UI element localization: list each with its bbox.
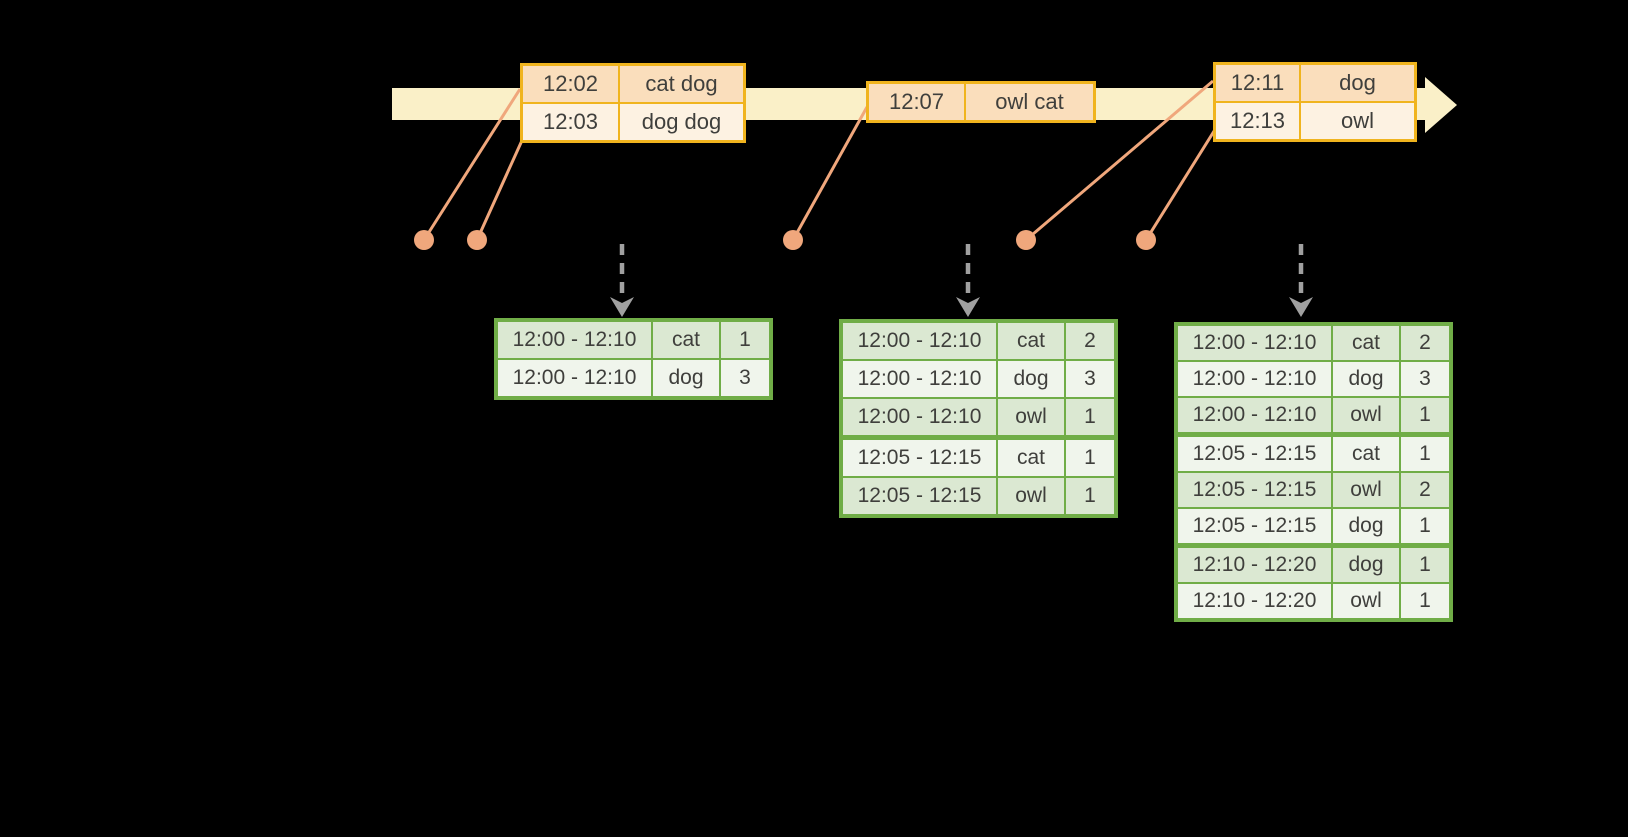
- event-batch-body: 12:11 dog 12:13 owl: [1213, 62, 1417, 142]
- event-words-cell: owl: [1299, 101, 1417, 142]
- result-row: 12:10 - 12:20 owl 1: [1175, 582, 1452, 621]
- result-word-cell: owl: [996, 476, 1066, 517]
- result-row: 12:00 - 12:10 owl 1: [840, 397, 1117, 439]
- event-time-cell: 12:11: [1213, 62, 1301, 103]
- event-dot: [783, 230, 803, 250]
- event-time-cell: 12:07: [866, 81, 966, 123]
- result-window-cell: 12:05 - 12:15: [1175, 471, 1333, 509]
- result-word-cell: dog: [651, 358, 721, 399]
- result-row: 12:05 - 12:15 owl 1: [840, 476, 1117, 517]
- result-window-cell: 12:05 - 12:15: [840, 435, 998, 478]
- result-row: 12:05 - 12:15 cat 1: [1175, 432, 1452, 473]
- event-dot: [467, 230, 487, 250]
- result-count-cell: 1: [1399, 507, 1452, 547]
- event-dot: [414, 230, 434, 250]
- result-window-cell: 12:00 - 12:10: [1175, 396, 1333, 436]
- trigger-arrow-head-icon: [610, 297, 634, 317]
- result-row: 12:00 - 12:10 cat 2: [1175, 323, 1452, 362]
- result-word-cell: cat: [1331, 432, 1401, 473]
- result-count-cell: 3: [1064, 359, 1117, 399]
- result-word-cell: owl: [1331, 471, 1401, 509]
- result-count-cell: 2: [1399, 471, 1452, 509]
- event-words-cell: cat dog: [618, 63, 746, 104]
- result-window-cell: 12:00 - 12:10: [840, 359, 998, 399]
- event-row: 12:03 dog dog: [520, 102, 746, 143]
- result-table-1: 12:00 - 12:10 cat 1 12:00 - 12:10 dog 3: [494, 318, 773, 400]
- event-dot: [1136, 230, 1156, 250]
- result-window-cell: 12:10 - 12:20: [1175, 543, 1333, 584]
- result-count-cell: 1: [1064, 397, 1117, 439]
- event-batch-table-2: 12:07 owl cat: [866, 81, 1096, 123]
- timeline-arrowhead-icon: [1425, 77, 1457, 133]
- event-batch-table-1: 12:02 cat dog 12:03 dog dog: [520, 63, 746, 143]
- result-window-cell: 12:05 - 12:15: [840, 476, 998, 517]
- result-count-cell: 1: [1064, 435, 1117, 478]
- result-row: 12:05 - 12:15 cat 1: [840, 435, 1117, 478]
- result-row: 12:00 - 12:10 owl 1: [1175, 396, 1452, 436]
- result-word-cell: dog: [1331, 543, 1401, 584]
- result-window-cell: 12:10 - 12:20: [1175, 582, 1333, 621]
- result-row: 12:10 - 12:20 dog 1: [1175, 543, 1452, 584]
- event-time-cell: 12:13: [1213, 101, 1301, 142]
- result-window-cell: 12:00 - 12:10: [1175, 360, 1333, 398]
- event-time-cell: 12:02: [520, 63, 620, 104]
- trigger-arrow-head-icon: [1289, 297, 1313, 317]
- result-count-cell: 1: [1399, 543, 1452, 584]
- result-count-cell: 1: [1064, 476, 1117, 517]
- result-word-cell: cat: [996, 320, 1066, 361]
- result-window-cell: 12:00 - 12:10: [840, 320, 998, 361]
- result-word-cell: owl: [996, 397, 1066, 439]
- event-words-cell: dog: [1299, 62, 1417, 103]
- connector-line: [1144, 127, 1218, 241]
- result-word-cell: cat: [651, 319, 721, 360]
- result-window-cell: 12:00 - 12:10: [495, 319, 653, 360]
- event-batch-table-3: 12:11 dog 12:13 owl: [1213, 62, 1417, 142]
- result-count-cell: 1: [1399, 396, 1452, 436]
- result-window-cell: 12:05 - 12:15: [1175, 432, 1333, 473]
- result-row: 12:00 - 12:10 cat 2: [840, 320, 1117, 361]
- result-row: 12:00 - 12:10 dog 3: [495, 358, 772, 399]
- result-window-cell: 12:05 - 12:15: [1175, 507, 1333, 547]
- result-count-cell: 1: [719, 319, 772, 360]
- result-row: 12:05 - 12:15 owl 2: [1175, 471, 1452, 509]
- result-word-cell: dog: [1331, 360, 1401, 398]
- result-table-3: 12:00 - 12:10 cat 2 12:00 - 12:10 dog 3 …: [1174, 322, 1453, 622]
- result-count-cell: 3: [1399, 360, 1452, 398]
- result-row: 12:00 - 12:10 dog 3: [1175, 360, 1452, 398]
- result-table-body: 12:00 - 12:10 cat 2 12:00 - 12:10 dog 3 …: [840, 320, 1117, 517]
- event-words-cell: owl cat: [964, 81, 1096, 123]
- event-batch-body: 12:02 cat dog 12:03 dog dog: [520, 63, 746, 143]
- result-table-2: 12:00 - 12:10 cat 2 12:00 - 12:10 dog 3 …: [839, 319, 1118, 518]
- result-word-cell: dog: [996, 359, 1066, 399]
- result-row: 12:00 - 12:10 cat 1: [495, 319, 772, 360]
- result-table-body: 12:00 - 12:10 cat 1 12:00 - 12:10 dog 3: [495, 319, 772, 399]
- result-word-cell: dog: [1331, 507, 1401, 547]
- result-word-cell: owl: [1331, 396, 1401, 436]
- result-row: 12:05 - 12:15 dog 1: [1175, 507, 1452, 547]
- connector-line: [475, 135, 526, 241]
- event-row: 12:07 owl cat: [866, 81, 1096, 123]
- event-row: 12:13 owl: [1213, 101, 1417, 142]
- result-word-cell: cat: [996, 435, 1066, 478]
- event-time-cell: 12:03: [520, 102, 620, 143]
- result-count-cell: 2: [1399, 323, 1452, 362]
- result-count-cell: 1: [1399, 432, 1452, 473]
- result-count-cell: 1: [1399, 582, 1452, 621]
- event-row: 12:11 dog: [1213, 62, 1417, 103]
- result-count-cell: 3: [719, 358, 772, 399]
- event-words-cell: dog dog: [618, 102, 746, 143]
- event-row: 12:02 cat dog: [520, 63, 746, 104]
- result-row: 12:00 - 12:10 dog 3: [840, 359, 1117, 399]
- result-count-cell: 2: [1064, 320, 1117, 361]
- result-window-cell: 12:00 - 12:10: [1175, 323, 1333, 362]
- connector-line: [791, 106, 869, 241]
- result-word-cell: owl: [1331, 582, 1401, 621]
- trigger-arrow-head-icon: [956, 297, 980, 317]
- event-batch-body: 12:07 owl cat: [866, 81, 1096, 123]
- event-dot: [1016, 230, 1036, 250]
- result-window-cell: 12:00 - 12:10: [840, 397, 998, 439]
- result-window-cell: 12:00 - 12:10: [495, 358, 653, 399]
- result-word-cell: cat: [1331, 323, 1401, 362]
- result-table-body: 12:00 - 12:10 cat 2 12:00 - 12:10 dog 3 …: [1175, 323, 1452, 621]
